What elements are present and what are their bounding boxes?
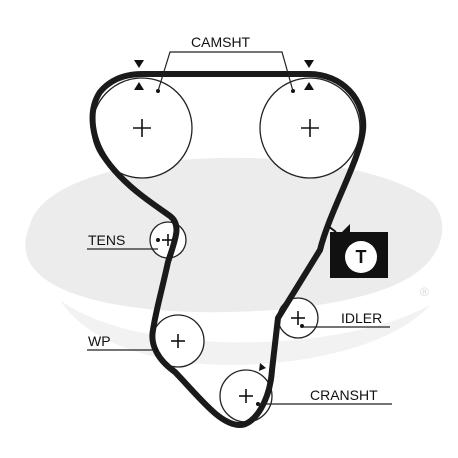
label-crankshaft: CRANSHT [310, 387, 378, 403]
label-camshaft: CAMSHT [191, 34, 251, 50]
cam-right-inner-mark [304, 82, 314, 90]
cam-left-outer-mark [134, 60, 144, 68]
registered-mark: ® [420, 285, 429, 299]
pulley-centers [133, 119, 319, 403]
cam-left-inner-mark [134, 82, 144, 90]
label-tensioner: TENS [88, 232, 125, 248]
timing-belt [89, 71, 367, 428]
badge-letter: T [356, 247, 367, 267]
leader-lines [87, 51, 392, 405]
label-water-pump: WP [88, 333, 111, 349]
crank-mark [259, 363, 266, 371]
cam-right-outer-mark [304, 60, 314, 68]
label-idler: IDLER [341, 310, 382, 326]
tensioner-badge: T [327, 224, 388, 278]
